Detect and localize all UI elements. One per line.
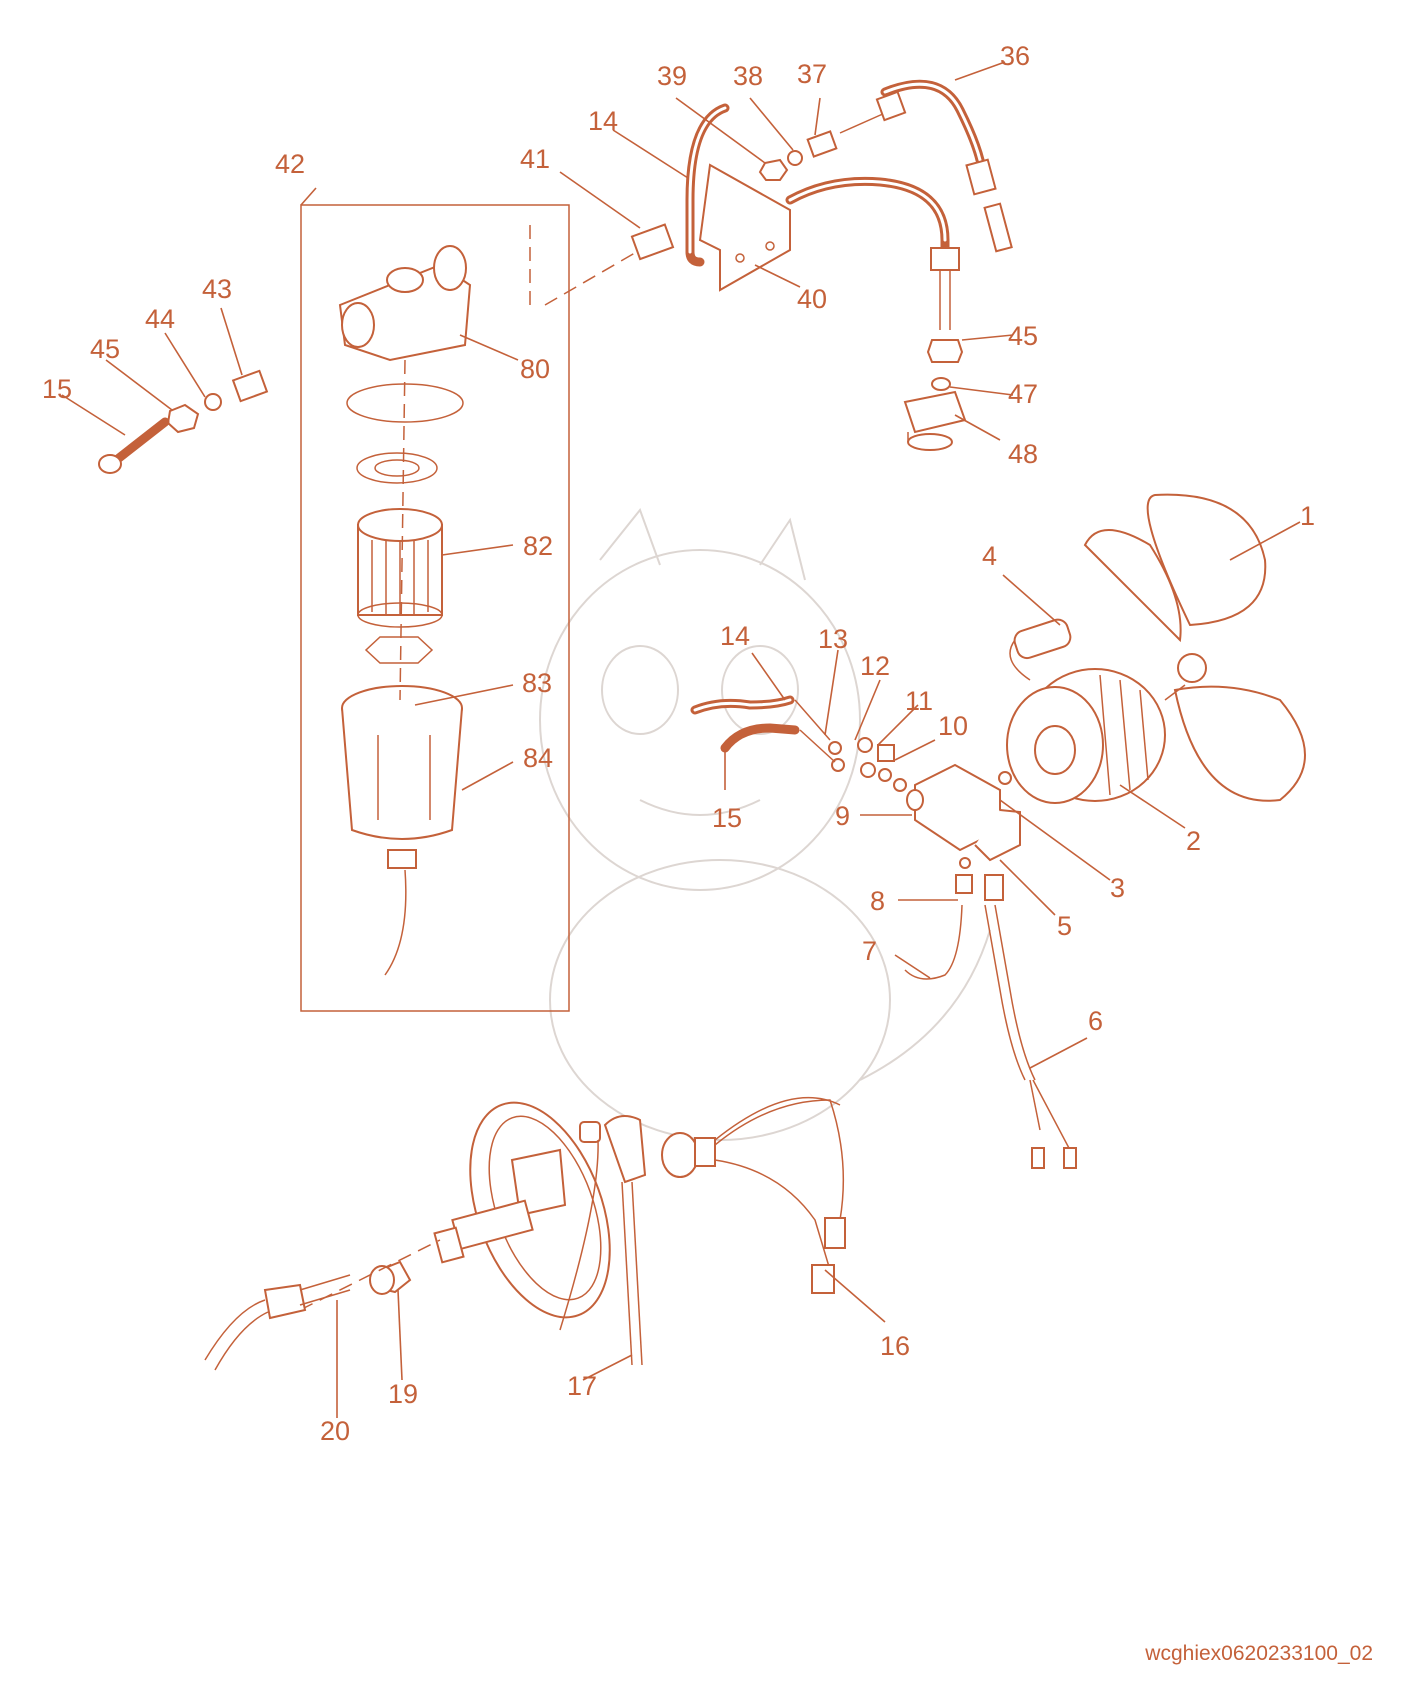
callout-80: 80 (520, 354, 550, 384)
fan-blade (1083, 493, 1306, 802)
callout-14-pump: 14 (720, 621, 750, 651)
callout-15-pump: 15 (712, 803, 742, 833)
leader-lines (61, 61, 1301, 1418)
callout-14-top: 14 (588, 106, 618, 136)
electrode-assembly (204, 1274, 351, 1371)
callout-44: 44 (145, 304, 175, 334)
callout-5: 5 (1057, 911, 1072, 941)
callout-45-left: 45 (90, 334, 120, 364)
callout-38: 38 (733, 61, 763, 91)
callout-3: 3 (1110, 873, 1125, 903)
callout-84: 84 (523, 743, 553, 773)
oil-pump (893, 763, 1021, 862)
callout-6: 6 (1088, 1006, 1103, 1036)
callout-83: 83 (522, 668, 552, 698)
motor (1006, 668, 1186, 804)
nozzle (299, 1239, 441, 1311)
ignition-leads (559, 1096, 846, 1366)
pump-lines (904, 857, 1077, 1169)
callout-43: 43 (202, 274, 232, 304)
callout-37: 37 (797, 59, 827, 89)
top-bracket (698, 163, 791, 292)
left-fittings (98, 369, 269, 474)
callout-40: 40 (797, 284, 827, 314)
filter-head (338, 245, 472, 362)
callout-11: 11 (905, 686, 933, 716)
capacitor (1009, 618, 1072, 681)
callout-48: 48 (1008, 439, 1038, 469)
callout-19: 19 (388, 1379, 418, 1409)
callout-10: 10 (938, 711, 968, 741)
callout-45-right: 45 (1008, 321, 1038, 351)
callout-17: 17 (567, 1371, 597, 1401)
filter-assembly-frame (300, 204, 570, 1012)
callout-47: 47 (1008, 379, 1038, 409)
callout-20: 20 (320, 1416, 350, 1446)
callout-1: 1 (1300, 501, 1315, 531)
top-fittings (630, 90, 1013, 451)
gasket (356, 452, 438, 484)
callout-7: 7 (862, 936, 877, 966)
callout-13: 13 (818, 624, 848, 654)
callout-8: 8 (870, 886, 885, 916)
callout-39: 39 (657, 61, 687, 91)
pump-fittings (794, 699, 895, 782)
callout-15-left: 15 (42, 374, 72, 404)
callout-2: 2 (1186, 826, 1201, 856)
callout-82: 82 (523, 531, 553, 561)
callout-41: 41 (520, 144, 550, 174)
callout-12: 12 (860, 651, 890, 681)
filter-bowl (341, 685, 463, 976)
callout-4: 4 (982, 541, 997, 571)
burner-plate (433, 1101, 611, 1319)
callout-42: 42 (275, 149, 305, 179)
callout-16: 16 (880, 1331, 910, 1361)
octagon-seal (364, 636, 434, 664)
document-id: wcghiex0620233100_02 (1144, 1642, 1373, 1665)
filter-element (357, 508, 443, 628)
dragon-mascot-icon (539, 507, 991, 1141)
callout-9: 9 (835, 801, 850, 831)
callout-36: 36 (1000, 41, 1030, 71)
